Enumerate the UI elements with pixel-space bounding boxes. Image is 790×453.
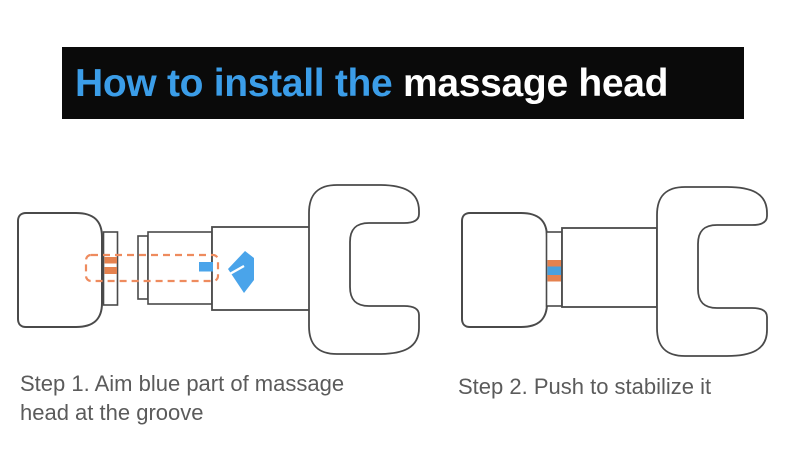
gun-fork-outline [656, 186, 768, 357]
blue-tab-seated [547, 266, 561, 275]
massage-head-outline [17, 212, 103, 328]
step2-caption: Step 2. Push to stabilize it [458, 372, 788, 401]
groove-mark-bottom [104, 267, 117, 274]
gun-neck [561, 227, 658, 308]
push-arrow-icon [227, 251, 254, 293]
groove-mark-top [104, 257, 117, 264]
groove-mark-top [547, 260, 561, 267]
shaft-lip [137, 235, 149, 300]
step2-diagram [461, 186, 768, 357]
step2-caption-line1: Step 2. Push to stabilize it [458, 374, 712, 399]
alignment-dashed-box [84, 253, 220, 283]
page-title-rest: massage head [402, 61, 669, 105]
step1-caption: Step 1. Aim blue part of massage head at… [20, 369, 440, 427]
page-title-highlight: How to install the [75, 61, 403, 105]
step1-diagram [17, 184, 420, 355]
groove-mark-bottom [547, 275, 561, 282]
step1-caption-line2: head at the groove [20, 400, 204, 426]
gun-fork-outline [308, 184, 420, 355]
massage-head-outline [461, 212, 548, 328]
blue-tab [199, 262, 213, 272]
gun-neck [211, 226, 311, 311]
title-banner: How to install the massage head [62, 47, 744, 119]
step1-caption-line1: Step 1. Aim blue part of massage [20, 371, 345, 396]
